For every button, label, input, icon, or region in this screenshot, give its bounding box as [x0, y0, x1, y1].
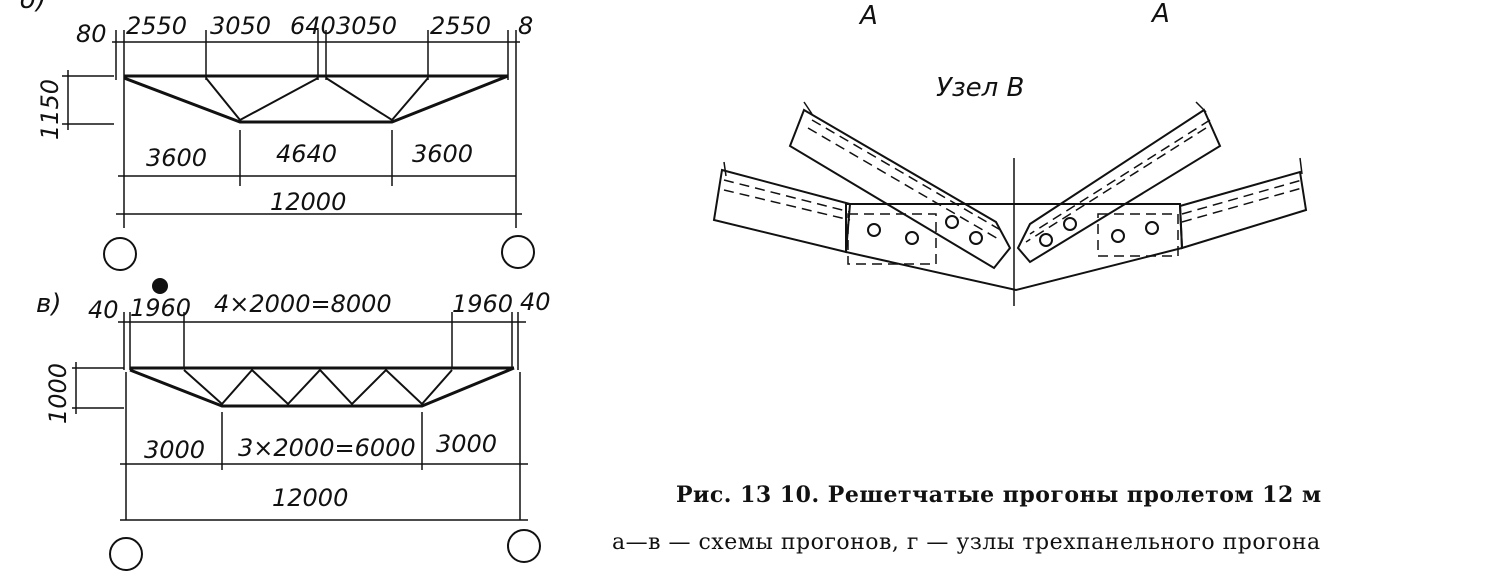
bottom-chord-b	[123, 74, 509, 124]
rivet-line	[723, 179, 851, 213]
dim-v-2: 4×2000=8000	[214, 290, 392, 318]
rivet	[1145, 221, 1159, 235]
diagram-v-label: в)	[36, 289, 61, 319]
figure-caption-title: Рис. 13 10. Решетчатые прогоны пролетом …	[676, 482, 1322, 508]
rivet	[867, 223, 881, 237]
figure-caption-subtitle: а—в — схемы прогонов, г — узлы трехпанел…	[612, 530, 1321, 555]
truss-b: б) 80 2550 3050 640 3050 2550 8 1150	[20, 0, 535, 271]
dim-v-panel-0: 3000	[144, 436, 205, 464]
rivet	[969, 231, 983, 245]
dim-v-4: 40	[520, 288, 551, 316]
support-circle-left-b	[103, 237, 137, 271]
rivet-line	[1181, 187, 1303, 223]
dim-b-panel-1: 4640	[276, 140, 337, 168]
dim-v-total: 12000	[272, 484, 348, 512]
bottom-chord-v	[129, 366, 515, 408]
rivet-line	[723, 189, 851, 221]
node-title: Узел В	[936, 73, 1024, 103]
dim-b-4: 3050	[336, 12, 397, 40]
web-v	[183, 368, 453, 406]
dim-v-0: 40	[88, 296, 119, 324]
dim-b-panel-0: 3600	[146, 144, 207, 172]
dim-b-6: 8	[518, 12, 533, 40]
tick	[1195, 101, 1207, 113]
dim-b-height: 1150	[36, 79, 64, 140]
support-circle-right-b	[501, 235, 535, 269]
tick	[1299, 157, 1303, 175]
right-bottom-chord	[1178, 170, 1308, 250]
dim-b-3: 640	[290, 12, 336, 40]
rivet	[945, 215, 959, 229]
dim-b-0: 80	[76, 20, 107, 48]
node-detail: А А Узел В	[712, 0, 1308, 306]
rivet-line	[1181, 179, 1303, 215]
dim-b-2: 3050	[210, 12, 271, 40]
dim-v-1: 1960	[130, 294, 191, 322]
dim-b-total: 12000	[270, 188, 346, 216]
dim-v-panel-1: 3×2000=6000	[238, 434, 416, 462]
dim-b-5: 2550	[430, 12, 491, 40]
rivet	[1111, 229, 1125, 243]
section-mark-left: А	[858, 1, 878, 31]
tick	[723, 161, 727, 177]
rivet-line	[1025, 127, 1207, 243]
rivet	[905, 231, 919, 245]
tick	[803, 101, 813, 115]
rivet	[1039, 233, 1053, 247]
section-mark-right: А	[1150, 0, 1170, 29]
dim-b-1: 2550	[126, 12, 187, 40]
diagram-b-label: б)	[20, 0, 46, 15]
support-circle-right-v	[507, 529, 541, 563]
dim-v-panel-2: 3000	[436, 430, 497, 458]
rivet-line	[811, 119, 1005, 233]
left-bottom-chord	[712, 168, 852, 254]
fill-plate-left	[847, 213, 937, 265]
ink-blot	[152, 278, 168, 294]
fill-plate-right	[1097, 213, 1179, 257]
rivet	[1063, 217, 1077, 231]
web-b-left	[205, 77, 319, 122]
support-circle-left-v	[109, 537, 143, 571]
rivet-line	[807, 127, 1001, 241]
left-diagonal	[788, 108, 1012, 270]
dim-v-height: 1000	[44, 363, 72, 424]
dim-v-3: 1960	[452, 290, 513, 318]
truss-v: в) 40 1960 4×2000=8000 1960 40 1000 3000…	[36, 288, 551, 571]
dim-b-panel-2: 3600	[412, 140, 473, 168]
web-b-right	[325, 77, 429, 122]
rivet-line	[1029, 119, 1211, 235]
right-diagonal	[1016, 108, 1222, 264]
